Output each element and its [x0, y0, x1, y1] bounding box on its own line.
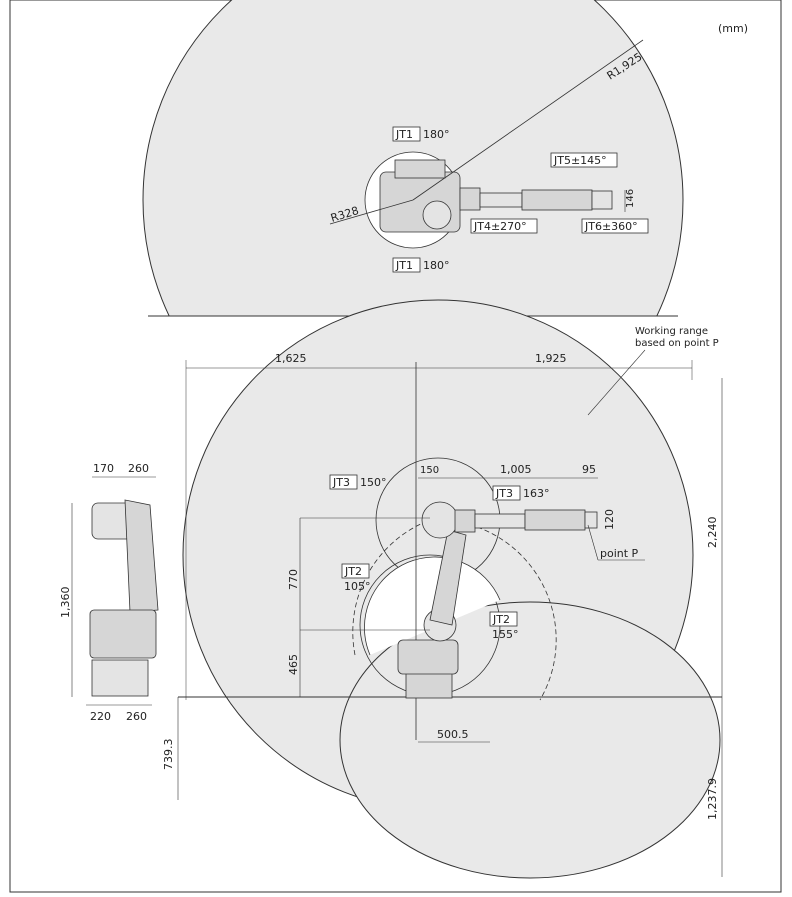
- jt4-box: [470, 218, 538, 234]
- jt2-left-angle: 105°: [344, 580, 371, 593]
- working-range-leader: [587, 349, 646, 416]
- dim-500-label: 500.5: [437, 728, 469, 741]
- jt3-right-box: [492, 485, 521, 501]
- jt2-left-label: JT2: [344, 565, 362, 578]
- r1925-line: [412, 39, 644, 201]
- r328-line: [329, 199, 414, 225]
- jt1-top-angle: 180°: [423, 128, 450, 141]
- dim-770-label: 770: [287, 569, 300, 590]
- jt2-right-box: [489, 611, 518, 627]
- robot-front-view: [89, 499, 159, 697]
- jt1-bottom-label: JT1: [395, 259, 413, 272]
- jt3-left-angle: 150°: [360, 476, 387, 489]
- dim-170-label: 170: [93, 462, 114, 475]
- jt3-left-label: JT3: [332, 476, 350, 489]
- dim-220-label: 220: [90, 710, 111, 723]
- unit-label: (mm): [718, 22, 748, 35]
- front-view: 170 260 1,360 220 260: [59, 462, 159, 723]
- jt1-top-box: [392, 126, 421, 142]
- jt3-left-box: [329, 474, 358, 490]
- jt5-label: JT5±145°: [553, 154, 607, 167]
- jt4-label: JT4±270°: [473, 220, 527, 233]
- robot-top-view: [379, 159, 613, 233]
- dim-1360-label: 1,360: [59, 587, 72, 619]
- jt3-right-label: JT3: [495, 487, 513, 500]
- dim-150-label: 150: [420, 465, 439, 476]
- jt2-left-box: [341, 563, 370, 579]
- dim-465-label: 465: [287, 654, 300, 675]
- dim-120-label: 120: [603, 509, 616, 530]
- dim-1625-label: 1,625: [275, 352, 307, 365]
- jt6-label: JT6±360°: [584, 220, 638, 233]
- jt2-right-angle: 155°: [492, 628, 519, 641]
- jt1-bottom-box: [392, 257, 421, 273]
- point-p-leader: [587, 524, 599, 561]
- wrist-dim-label: 146: [625, 189, 636, 208]
- jt6-box: [581, 218, 649, 234]
- dim-260-bottom-label: 260: [126, 710, 147, 723]
- jt2-right-label: JT2: [492, 613, 510, 626]
- dim-1005-label: 1,005: [500, 463, 532, 476]
- dim-1925-label: 1,925: [535, 352, 567, 365]
- dim-739-label: 739.3: [162, 739, 175, 771]
- jt3-right-angle: 163°: [523, 487, 550, 500]
- working-range-text-1: Working range: [635, 326, 708, 337]
- side-view: 1,625 1,925 Working range based on point…: [162, 299, 723, 879]
- point-p-label: point P: [600, 547, 639, 560]
- working-range-text-2: based on point P: [635, 338, 719, 349]
- dim-260-top-label: 260: [128, 462, 149, 475]
- robot-side-view: [397, 501, 598, 699]
- outer-border: [9, 0, 782, 893]
- top-view: R1,925 R328 JT1 180° JT1 180° JT4±270° J…: [142, 0, 748, 317]
- dim-95-label: 95: [582, 463, 596, 476]
- dim-2240-label: 2,240: [706, 517, 719, 549]
- inner-clear-area: [364, 556, 501, 656]
- jt1-top-label: JT1: [395, 128, 413, 141]
- dim-1237-label: 1,237.9: [706, 778, 719, 820]
- jt1-bottom-angle: 180°: [423, 259, 450, 272]
- jt2-right-arc: [429, 519, 557, 701]
- jt5-box: [550, 152, 618, 168]
